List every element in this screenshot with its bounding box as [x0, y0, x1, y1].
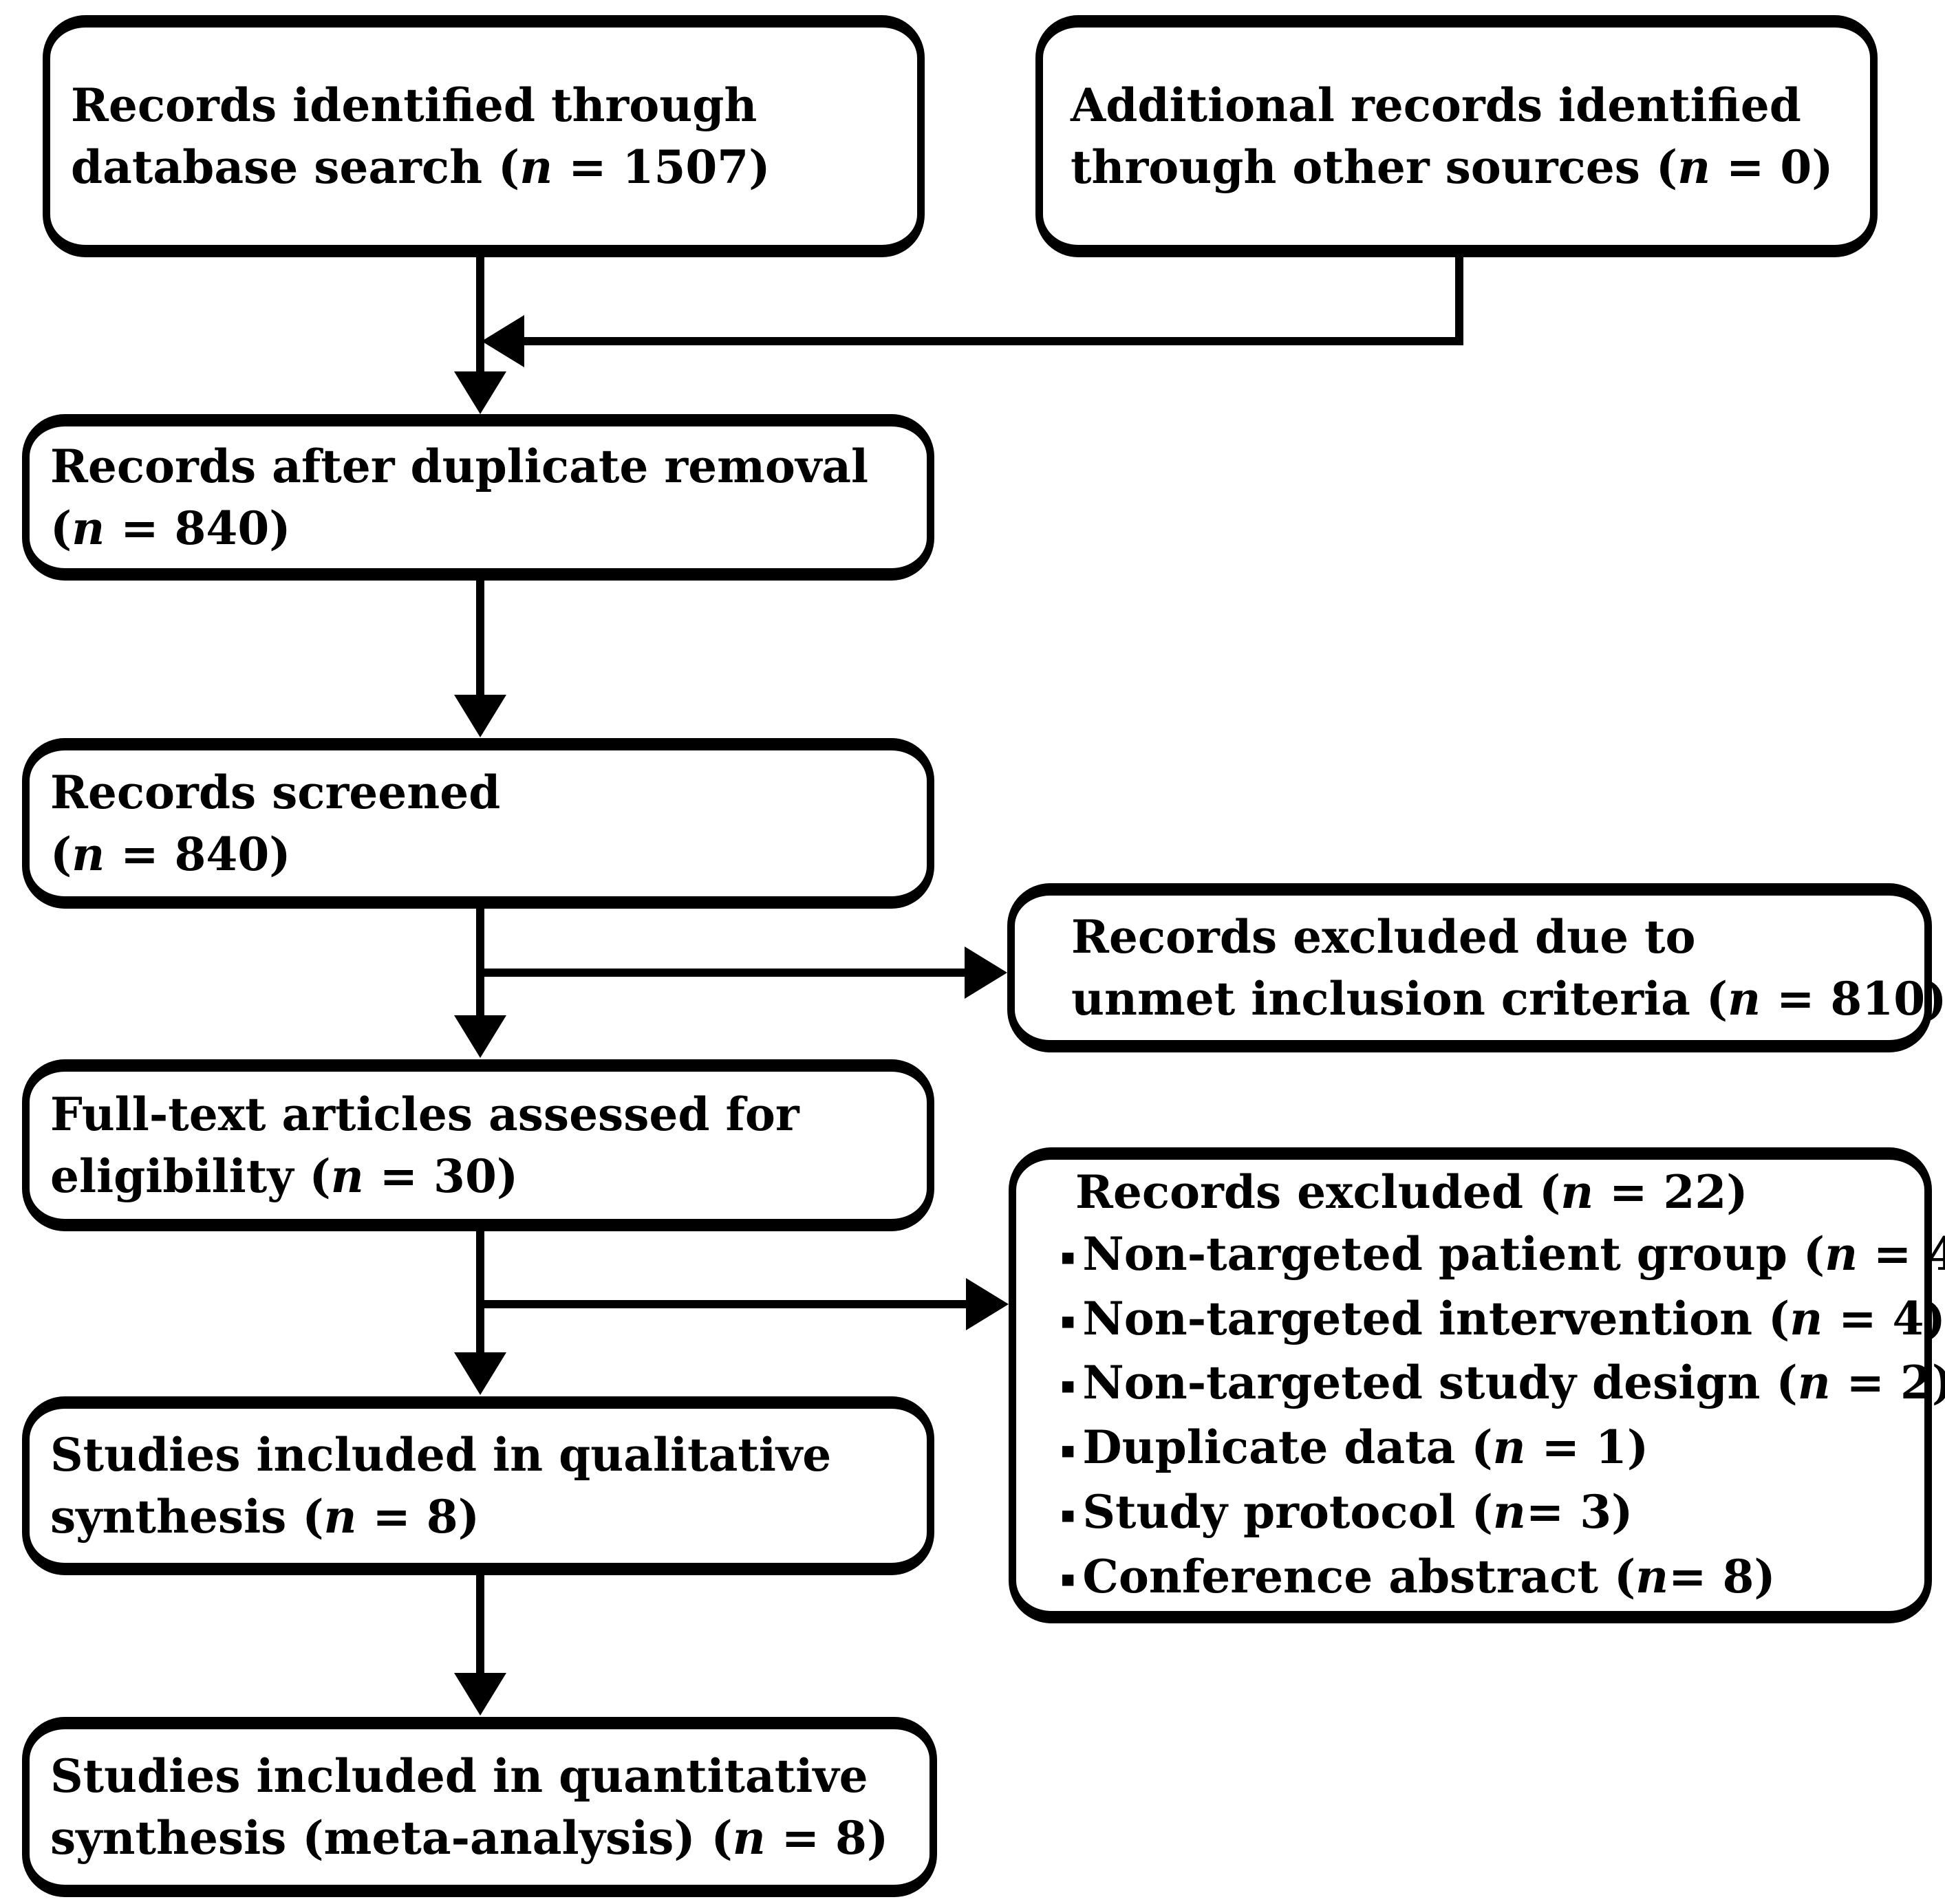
branch-fulltext-excluded-line [480, 1300, 967, 1308]
arrowhead-into-screened [454, 695, 506, 737]
connector-other-sources-merge-line [523, 337, 1463, 345]
connector-other-sources-down-line [1455, 257, 1463, 345]
connector-qualitative-to-quantitative-line [476, 1575, 484, 1674]
arrowhead-into-fulltext [454, 1015, 506, 1058]
connector-fulltext-to-qualitative-line [476, 1231, 484, 1354]
box-records-screened: Records screened(n = 840) [22, 738, 934, 909]
branch-screened-excluded-line [480, 969, 966, 977]
connector-screened-to-fulltext-line [476, 908, 484, 1017]
box-after-duplicate-removal: Records after duplicate removal(n = 840) [22, 414, 934, 581]
connector-dedup-to-screened-line [476, 581, 484, 696]
arrowhead-into-excluded-fulltext [966, 1278, 1009, 1330]
arrowhead-into-dedup [454, 371, 506, 414]
arrowhead-into-excluded-screening [965, 946, 1007, 999]
arrowhead-merge-left [482, 315, 524, 367]
arrowhead-into-quantitative [454, 1673, 506, 1716]
arrowhead-into-qualitative [454, 1352, 506, 1395]
box-records-excluded-fulltext: Records excluded (n = 22)▪Non-targeted p… [1009, 1147, 1945, 1623]
